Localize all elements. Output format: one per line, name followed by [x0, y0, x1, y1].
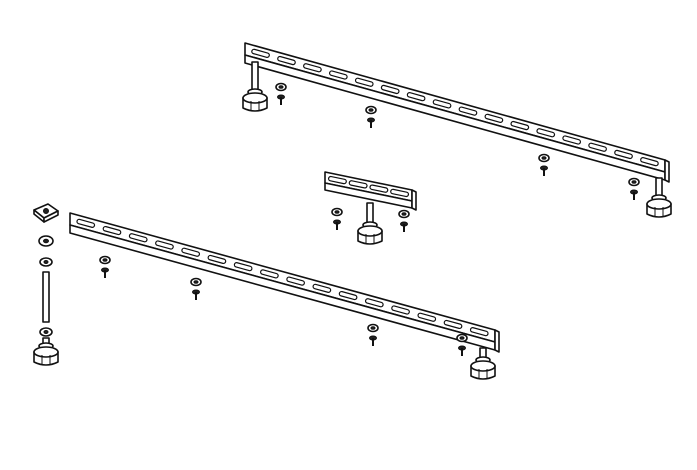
rail-slot: [588, 142, 607, 152]
adjustable-foot: [33, 337, 59, 366]
rail-slot: [277, 55, 296, 66]
rail-slot: [233, 262, 253, 272]
washer-hole: [278, 85, 284, 89]
rail-end-cap: [411, 189, 417, 211]
screw: [190, 277, 202, 300]
rail-slot: [286, 276, 305, 286]
foot-base-top: [242, 92, 268, 104]
rail-slot: [128, 233, 148, 243]
long-rail-top: [244, 42, 670, 183]
screw: [538, 153, 550, 176]
rail-slot: [348, 180, 368, 189]
rail-slot: [364, 298, 384, 308]
rail-slot: [327, 175, 347, 185]
rail-slot: [369, 184, 389, 193]
washer-hole: [541, 156, 547, 160]
screw: [331, 207, 343, 230]
adjustable-foot: [357, 202, 383, 245]
rail-slot: [562, 135, 582, 145]
washer-hole: [193, 280, 199, 284]
rail-slot: [328, 70, 348, 80]
rail-slot: [155, 240, 174, 250]
adjustable-foot: [470, 347, 496, 380]
rail-end-cap: [494, 329, 500, 353]
foot-base-top: [33, 346, 59, 358]
rail-slot: [207, 254, 227, 265]
rail-slot: [536, 128, 556, 138]
rail-slot: [312, 283, 332, 293]
screw: [628, 177, 640, 200]
rail-slot: [417, 312, 437, 322]
screw: [367, 323, 379, 346]
washer-hole: [401, 212, 407, 216]
washer-hole: [102, 258, 108, 262]
rail-side-face: [69, 224, 496, 351]
rail-slot: [181, 247, 201, 257]
rail-top-face: [244, 42, 666, 173]
rail-slot: [458, 106, 478, 116]
rail-slot: [251, 48, 270, 58]
loose-parts: [33, 203, 59, 337]
washer-hole: [631, 180, 637, 184]
rail-slot: [640, 157, 659, 167]
rail-side-face: [244, 54, 666, 181]
screw: [456, 333, 468, 356]
rail-slot: [484, 113, 504, 123]
long-rail-bottom: [69, 212, 500, 353]
threaded-rod: [42, 271, 50, 323]
foot-base-top: [646, 198, 672, 210]
screw: [275, 82, 287, 105]
foot-base-top: [470, 360, 496, 372]
rail-slot: [260, 269, 279, 279]
rail-slot: [469, 327, 489, 337]
screw: [398, 209, 410, 232]
rail-top-face: [69, 212, 496, 343]
rail-slot: [443, 319, 463, 330]
rail-slot: [510, 120, 530, 131]
rail-slot: [303, 63, 322, 73]
foot-stem: [251, 61, 259, 93]
rail-slot: [614, 149, 633, 160]
rail-slot: [338, 290, 358, 301]
adjustable-foot: [242, 61, 268, 112]
rail-slot: [354, 77, 374, 87]
rail-slot: [391, 305, 410, 315]
washer-hole: [334, 210, 340, 214]
rail-slot: [406, 92, 426, 102]
rail-end-cap: [664, 159, 670, 183]
screw: [365, 105, 377, 128]
washer-hole: [459, 336, 465, 340]
rail-slot: [102, 225, 122, 236]
washer-hole: [368, 108, 374, 112]
rail-slot: [76, 218, 96, 228]
short-center-bracket: [324, 171, 417, 211]
rail-slot: [432, 99, 452, 109]
washer-hole: [370, 326, 376, 330]
rail-slot: [380, 84, 400, 95]
adjustable-foot: [646, 177, 672, 218]
rail-slot: [390, 188, 410, 198]
screw: [99, 255, 111, 278]
foot-base-top: [357, 225, 383, 237]
